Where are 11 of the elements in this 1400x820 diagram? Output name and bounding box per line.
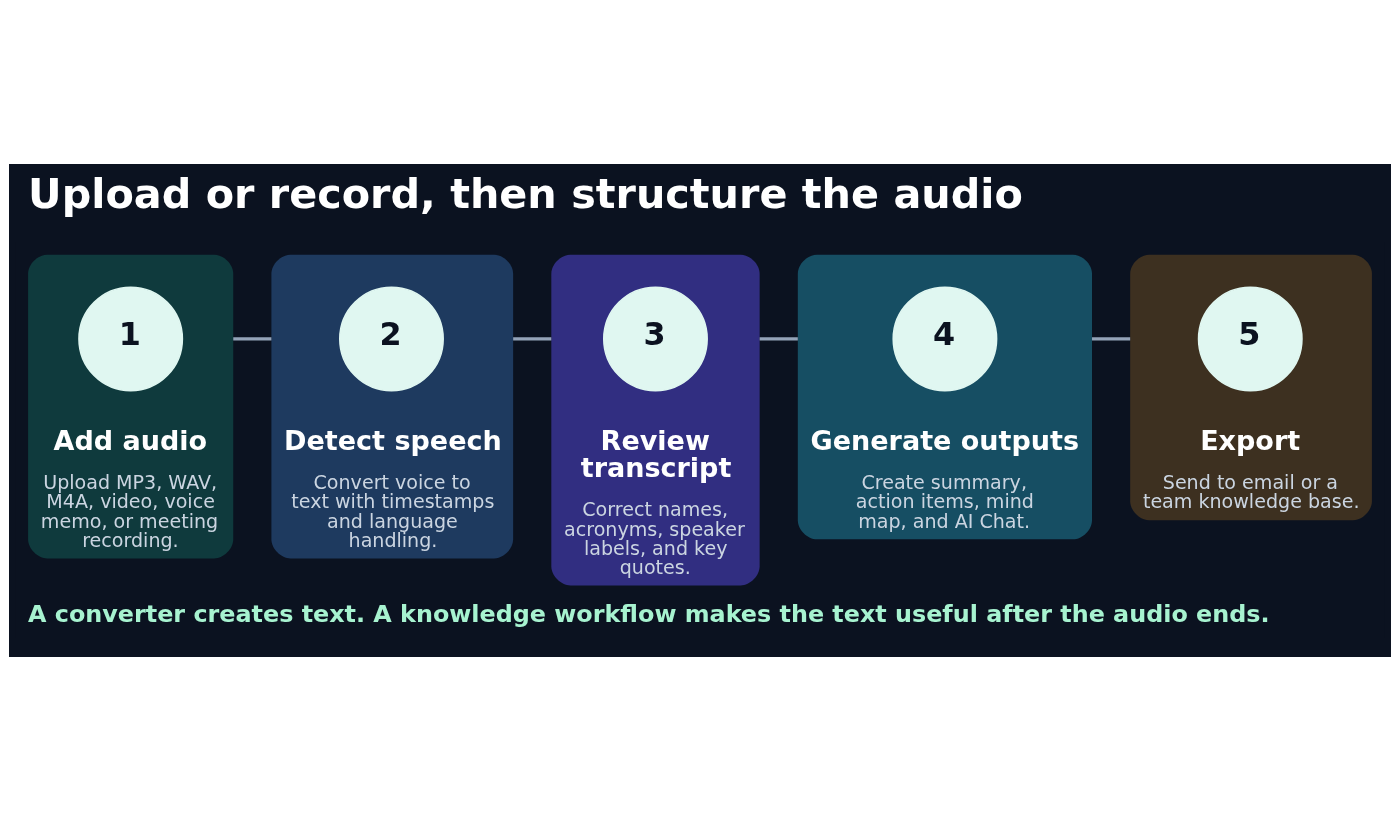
node-circle: 5 — [1197, 285, 1303, 391]
diagram-title: Upload or record, then structure the audio — [28, 169, 1023, 218]
connector — [513, 336, 552, 341]
connector — [759, 336, 798, 341]
node-circle: 3 — [603, 285, 708, 391]
connector — [1092, 336, 1131, 341]
connector — [233, 336, 272, 341]
node-circle: 4 — [892, 285, 998, 391]
node-circle: 2 — [339, 285, 444, 391]
node-circle: 1 — [78, 285, 184, 391]
caption: A converter creates text. A knowledge workflow makes the text useful after the audio ends. — [28, 599, 1270, 628]
